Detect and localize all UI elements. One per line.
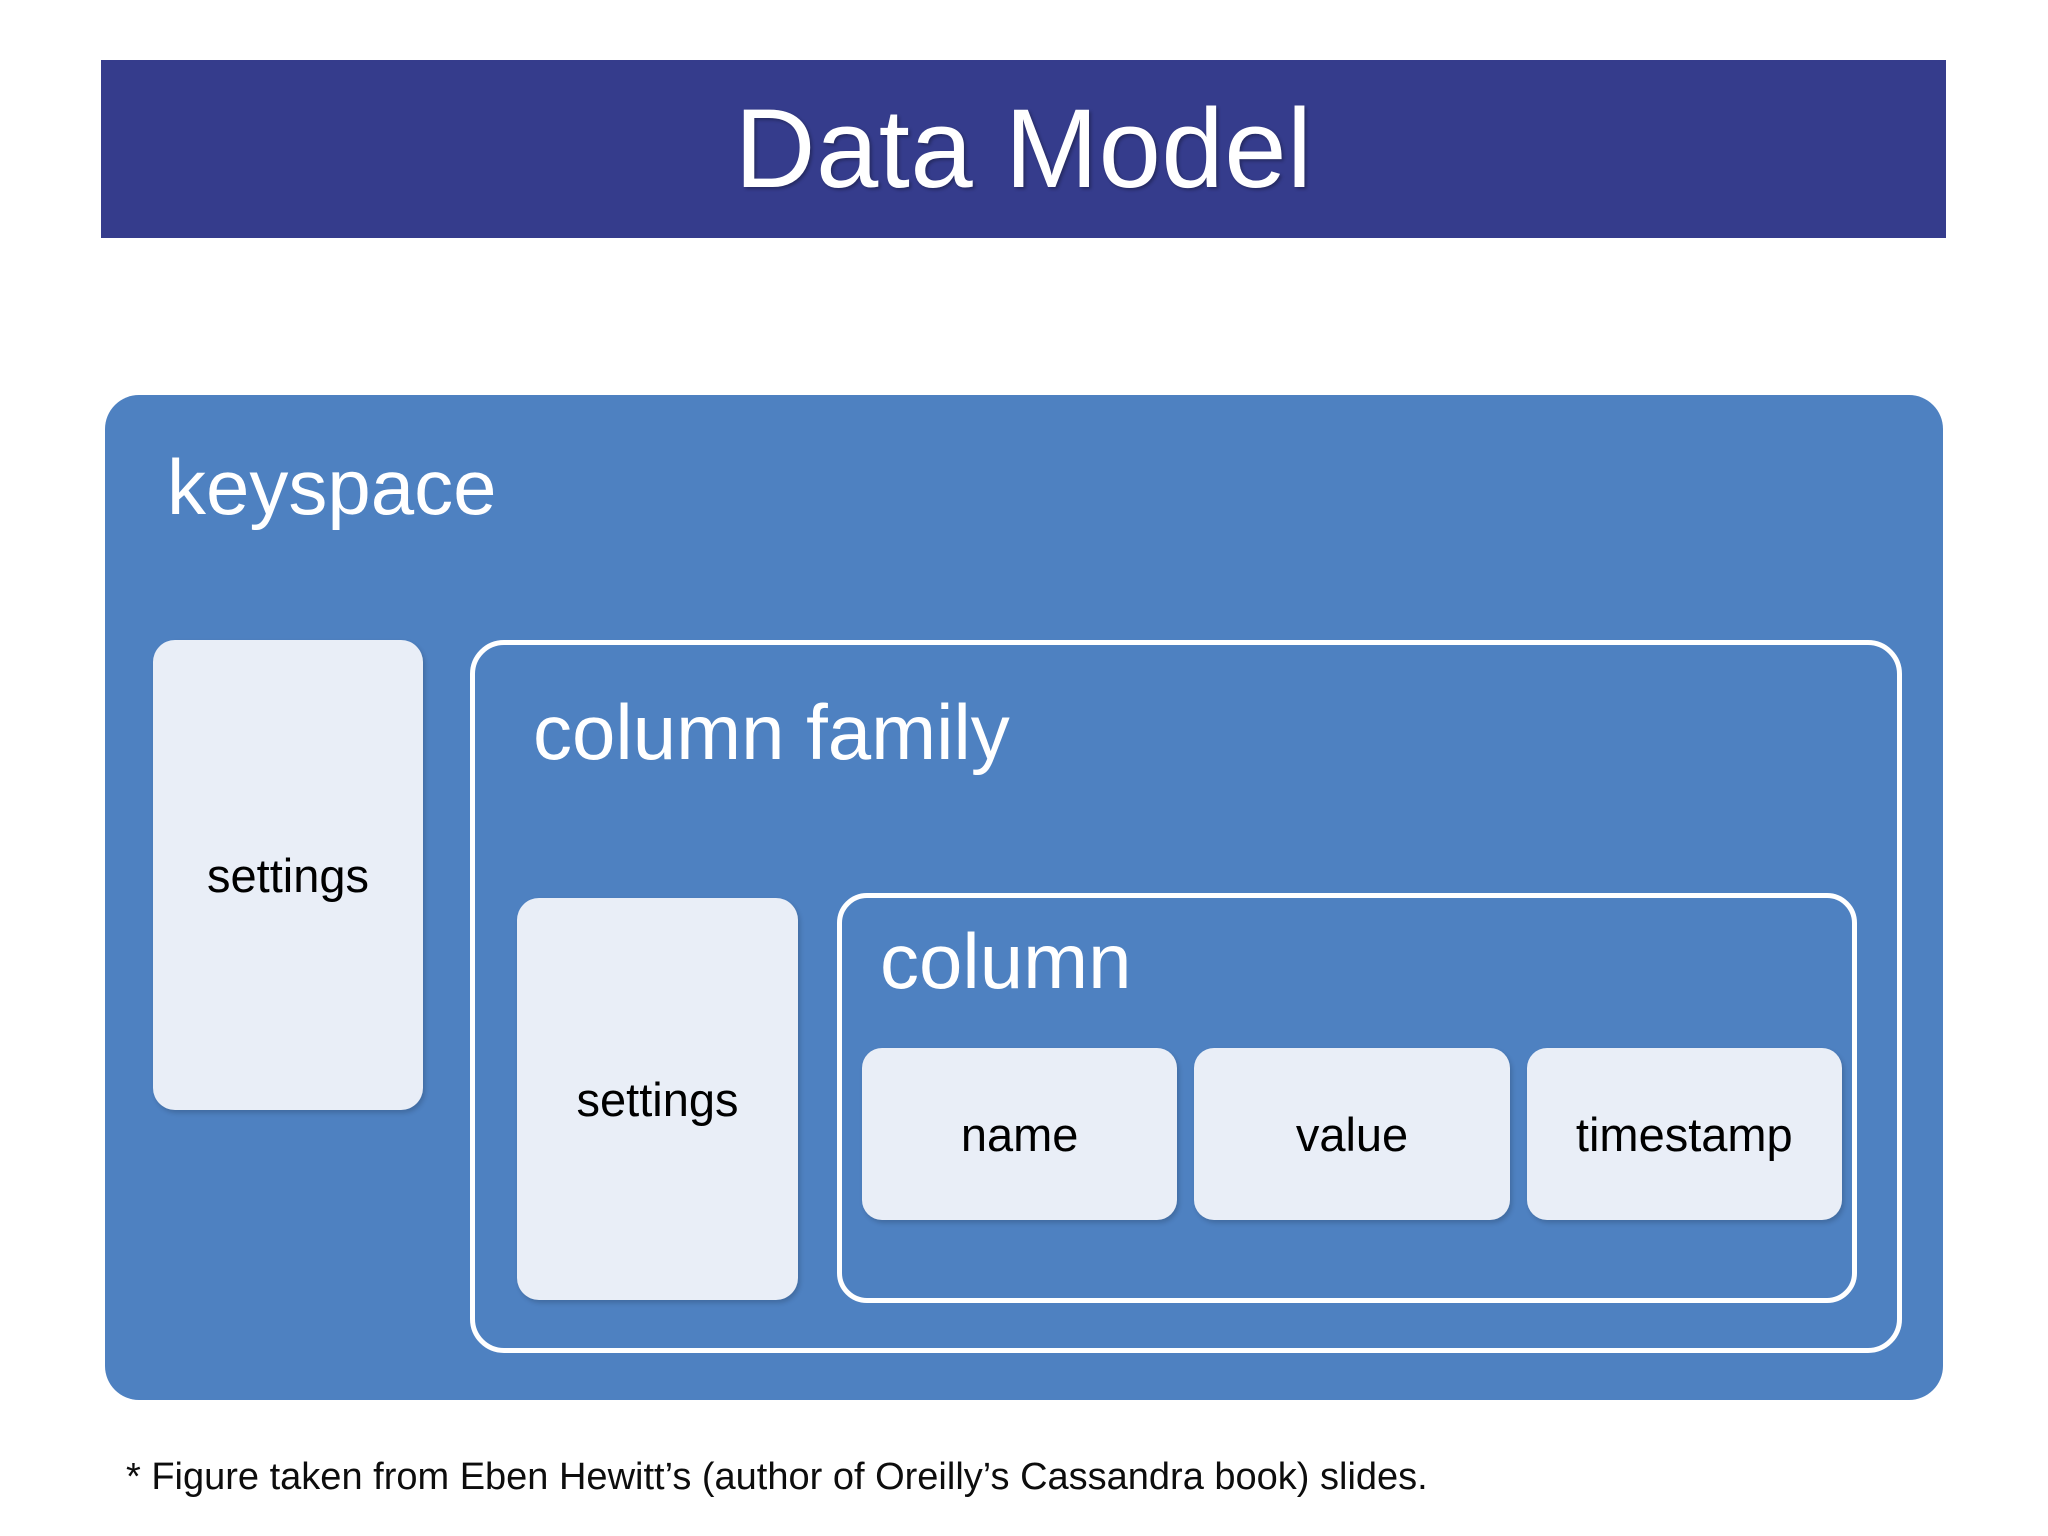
column-family-settings-box: settings — [517, 898, 798, 1300]
column-family-container: column family settings column name value… — [470, 640, 1902, 1353]
column-field-value-box: value — [1194, 1048, 1510, 1220]
column-field-timestamp-label: timestamp — [1575, 1107, 1793, 1161]
column-field-timestamp-box: timestamp — [1526, 1048, 1842, 1220]
page-title: Data Model — [734, 86, 1313, 211]
slide-title-bar: Data Model — [101, 60, 1946, 238]
keyspace-settings-box: settings — [153, 640, 423, 1110]
column-field-name-label: name — [960, 1107, 1079, 1161]
keyspace-container: keyspace settings column family settings… — [105, 395, 1943, 1400]
column-family-settings-label: settings — [576, 1072, 739, 1126]
column-fields-row: name value timestamp — [862, 1048, 1842, 1220]
column-field-name-box: name — [862, 1048, 1178, 1220]
source-footnote: * Figure taken from Eben Hewitt’s (autho… — [126, 1456, 1428, 1498]
keyspace-settings-label: settings — [207, 848, 369, 902]
column-container: column name value timestamp — [837, 893, 1857, 1303]
column-label: column — [880, 917, 1132, 1005]
keyspace-label: keyspace — [167, 443, 497, 531]
column-field-value-label: value — [1295, 1107, 1409, 1161]
column-family-label: column family — [533, 688, 1010, 776]
